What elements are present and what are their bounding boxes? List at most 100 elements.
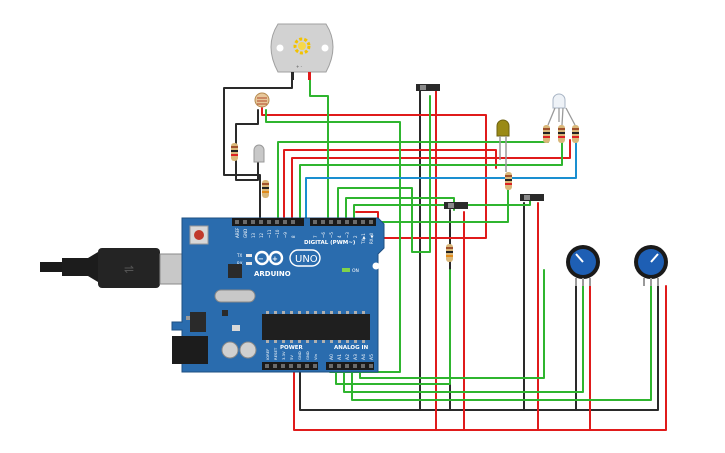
- pot-1-indicator: [575, 253, 584, 263]
- power-label: POWER: [280, 345, 304, 351]
- pin-label-gnd-1: GND: [297, 351, 302, 360]
- wire-motor-signal: [309, 78, 329, 226]
- bottom-pins: [265, 364, 373, 368]
- motor-lead-black: [291, 72, 294, 80]
- yellow-led-body: [496, 119, 510, 137]
- resistor-3: [446, 244, 453, 262]
- power-pin-labels: IOREF RESET 3.3V 5V GND GND Vin: [265, 347, 318, 360]
- arduino-board: DIGITAL (PWM~) AREF GND 13 12 ~11 ~10 ~9…: [171, 217, 385, 373]
- reset-button-cap[interactable]: [194, 230, 204, 240]
- regulator: [190, 312, 206, 332]
- yellow-led[interactable]: [496, 119, 510, 172]
- pin-label-13: 13: [251, 232, 256, 238]
- pin-label-4: 4: [337, 235, 342, 238]
- pin-label-rx: RX◀0: [369, 232, 374, 244]
- pin-label-a2: A2: [345, 354, 351, 360]
- usb-symbol: ⇌: [124, 262, 134, 276]
- power-jack: [172, 336, 208, 364]
- pot-2-legs: [643, 278, 659, 286]
- pin-label-11: ~11: [267, 229, 272, 238]
- switch-1-knob[interactable]: [420, 85, 426, 90]
- switch-3-knob[interactable]: [524, 195, 530, 200]
- digital-label: DIGITAL (PWM~): [304, 240, 356, 246]
- motor-terminal-label: + -: [296, 64, 303, 69]
- resistor-5: [543, 125, 550, 143]
- usb-plug: [98, 248, 160, 288]
- resistor-1: [231, 143, 238, 161]
- rx-led: [246, 262, 252, 265]
- wire-green-pot1: [343, 285, 584, 393]
- photoresistor[interactable]: [254, 92, 270, 108]
- pin-label-3v3: 3.3V: [281, 351, 286, 360]
- pin-label-vin: Vin: [313, 353, 318, 360]
- ldr-track: [257, 97, 267, 105]
- pin-label-gnd-2: GND: [305, 351, 310, 360]
- wire-green-sw1: [337, 95, 431, 253]
- motor-hole-right: [321, 44, 329, 52]
- resistor-7: [572, 125, 579, 143]
- potentiometer-2[interactable]: [634, 245, 668, 286]
- slide-switch-1[interactable]: [416, 84, 440, 91]
- white-led-body: [253, 144, 265, 163]
- capacitor-1: [221, 341, 239, 359]
- wire-gnd-motor: [223, 78, 293, 226]
- pin-label-5: ~5: [329, 232, 334, 238]
- wire-green-led: [377, 189, 509, 226]
- pin-label-a0: A0: [329, 354, 335, 360]
- resistor-4: [505, 172, 512, 190]
- pot-2-indicator: [650, 253, 659, 263]
- svg-text:−: −: [258, 255, 264, 263]
- pot-1-legs: [575, 278, 591, 286]
- usb-cable-boot: [62, 252, 98, 282]
- pin-label-a1: A1: [337, 354, 343, 360]
- slide-switch-2[interactable]: [444, 202, 468, 209]
- pin-label-gnd: GND: [243, 229, 248, 238]
- arduino-logo: − +: [254, 250, 284, 266]
- dc-motor[interactable]: + -: [270, 23, 334, 80]
- pin-label-ioref: IOREF: [265, 349, 270, 360]
- pin-label-5v: 5V: [289, 355, 294, 360]
- analog-pin-labels: A0 A1 A2 A3 A4 A5: [329, 354, 375, 360]
- mcu-pins: [266, 311, 365, 343]
- rx-label: RX: [237, 261, 243, 266]
- switch-2-body: [444, 202, 468, 209]
- switch-3-body: [520, 194, 544, 201]
- on-label: ON: [352, 268, 359, 274]
- pin-label-a3: A3: [353, 354, 359, 360]
- regulator-tab: [186, 316, 190, 320]
- pin-label-10: ~10: [275, 229, 280, 238]
- wire-green-b: [359, 269, 545, 379]
- usb-chip: [228, 264, 242, 278]
- pin-label-8: 8: [291, 235, 296, 238]
- wire-red-ldr: [261, 107, 487, 239]
- pin-label-reset: RESET: [273, 347, 278, 360]
- pin-label-2: 2: [353, 235, 358, 238]
- potentiometer-1[interactable]: [566, 245, 600, 286]
- wire-green-a: [335, 269, 451, 385]
- pin-label-tx: TX▶1: [361, 233, 366, 245]
- slide-switch-3[interactable]: [520, 194, 544, 201]
- board-brand: ARDUINO: [254, 270, 291, 278]
- switch-2-knob[interactable]: [448, 203, 454, 208]
- digital-header-2: [310, 218, 376, 226]
- svg-text:+: +: [272, 255, 278, 263]
- white-led[interactable]: [253, 144, 265, 163]
- pin-label-9: ~9: [283, 232, 288, 238]
- tx-label: TX: [236, 253, 242, 258]
- analog-label: ANALOG IN: [334, 345, 369, 351]
- pin-label-a5: A5: [369, 354, 375, 360]
- microcontroller: [262, 314, 370, 340]
- crystal: [214, 289, 256, 303]
- motor-lead-red: [308, 72, 311, 80]
- switch-1-body: [416, 84, 440, 91]
- analog-header: [326, 362, 374, 370]
- wire-gnd-led: [235, 109, 259, 181]
- mount-hole-1: [372, 262, 380, 270]
- resistor-2: [262, 180, 269, 198]
- motor-shaft-gear: [293, 37, 311, 55]
- rgb-led-legs: [547, 107, 576, 126]
- rgb-led[interactable]: [547, 93, 576, 126]
- yellow-led-legs: [499, 136, 507, 172]
- pin-label-12: 12: [259, 232, 264, 238]
